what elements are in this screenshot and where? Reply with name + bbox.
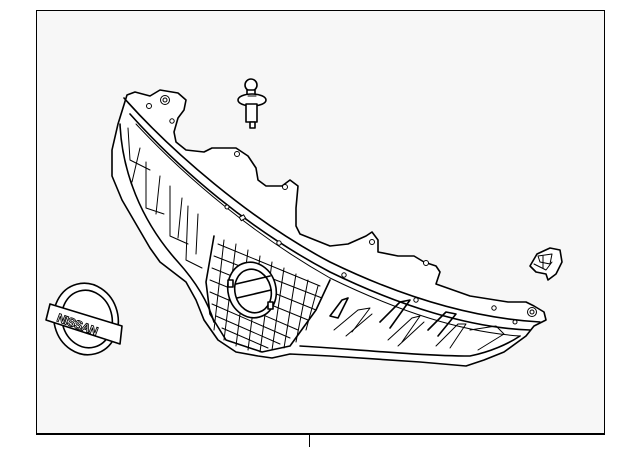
- mesh-grid: [209, 239, 323, 353]
- grille-assembly: [111, 89, 547, 367]
- leader-tick: [309, 434, 310, 447]
- diagram-frame: [36, 10, 605, 435]
- retainer-bracket: [529, 247, 563, 281]
- nissan-emblem: NISSAN: [45, 282, 123, 356]
- push-pin-clip: [237, 78, 267, 129]
